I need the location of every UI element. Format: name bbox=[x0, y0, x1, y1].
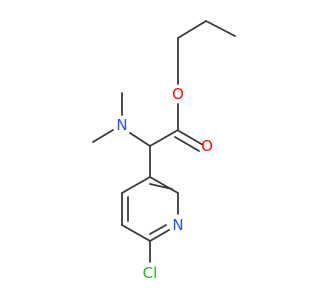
bond-ring-c6-n bbox=[149, 229, 170, 242]
bond-ring-c2-c3-inner bbox=[149, 183, 173, 190]
bond-ethyl-ch3 bbox=[205, 20, 236, 37]
bond-carbonyl-double-a bbox=[178, 130, 204, 146]
atom-o-carbonyl: O bbox=[201, 137, 213, 155]
bond-ethyl-ch2 bbox=[177, 20, 207, 39]
bond-carbonyl-alpha bbox=[149, 129, 179, 147]
atom-n-ring: N bbox=[172, 216, 183, 234]
bond-ring-c6-n-inner bbox=[149, 224, 167, 235]
bond-ring-c3-c4 bbox=[121, 176, 151, 194]
bond-alpha-nitrogen bbox=[129, 132, 151, 147]
atom-n-amine: N bbox=[116, 116, 127, 134]
atom-labels: O O N N Cl bbox=[116, 85, 213, 282]
bonds bbox=[92, 20, 236, 263]
bond-ring-c5-c6 bbox=[121, 224, 151, 242]
atom-chlorine: Cl bbox=[143, 264, 158, 282]
bond-n-methyl-left bbox=[92, 129, 114, 143]
bond-carbonyl-double-b bbox=[174, 136, 200, 152]
atom-o-ether: O bbox=[172, 85, 184, 103]
bond-ring-c2-c3 bbox=[149, 176, 179, 194]
molecule-structure: O O N N Cl bbox=[92, 20, 236, 282]
